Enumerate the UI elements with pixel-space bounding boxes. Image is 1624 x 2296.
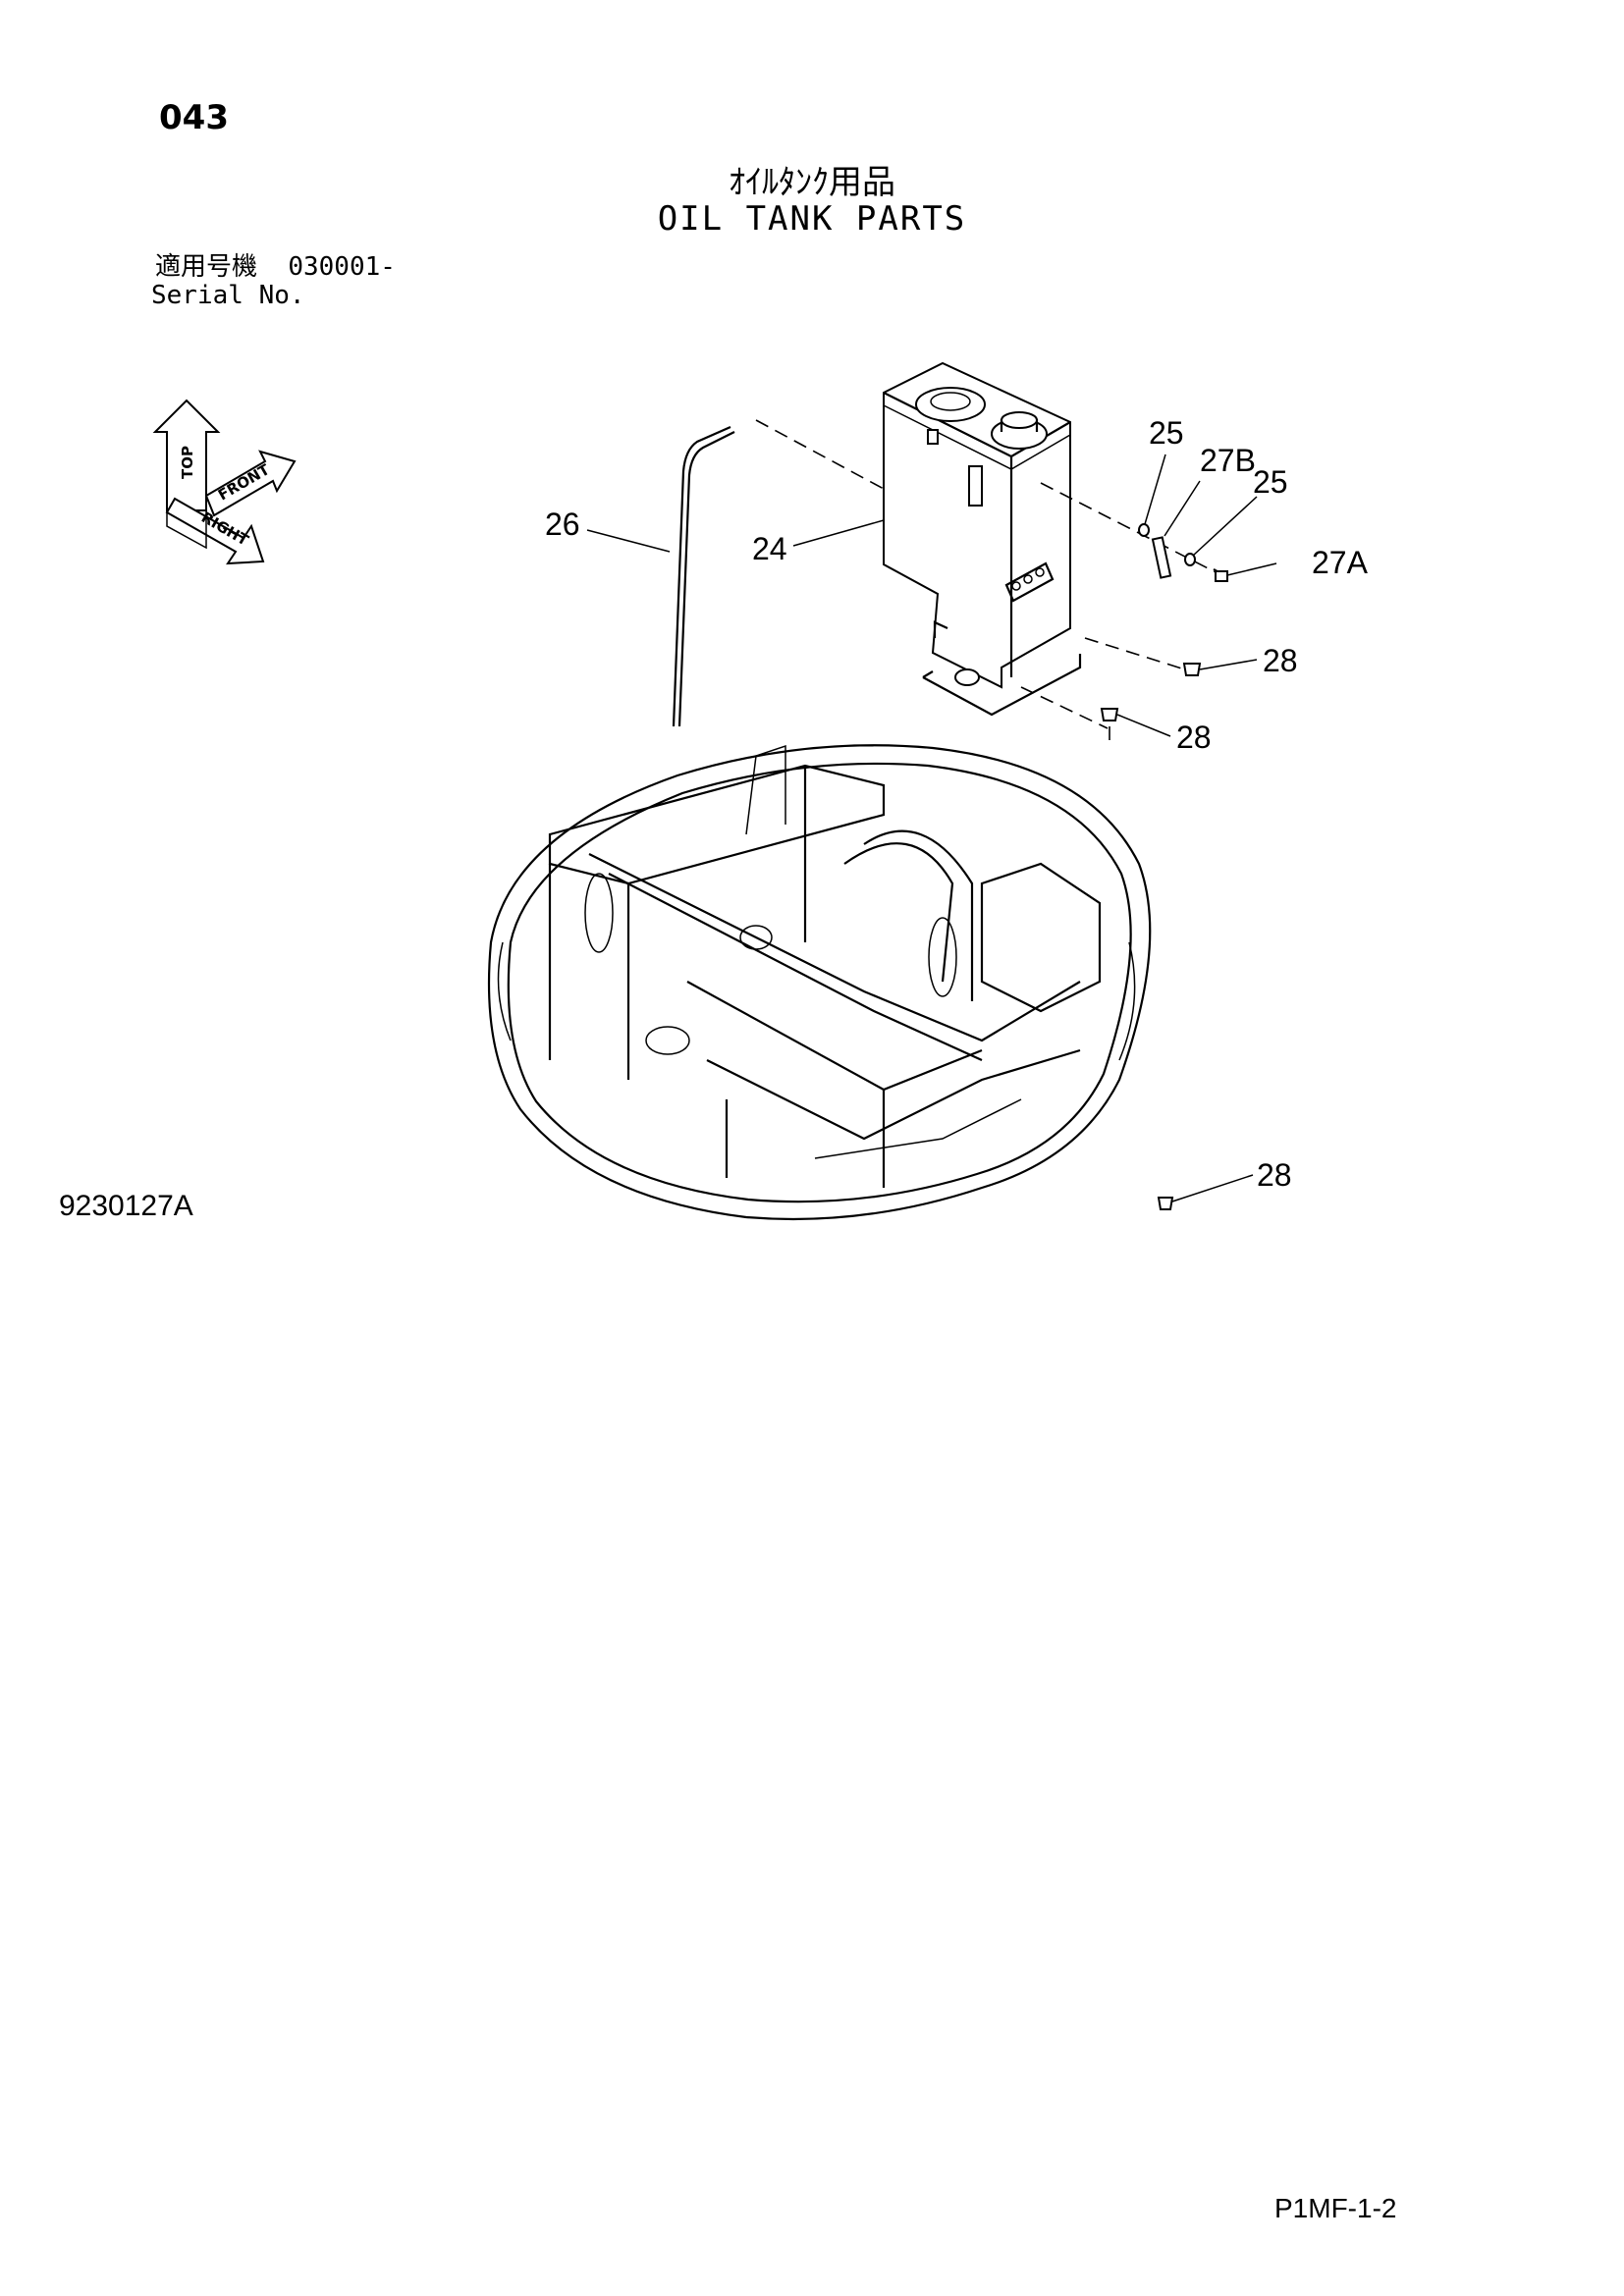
page-title-japanese: ｵｲﾙﾀﾝｸ用品 <box>729 163 895 202</box>
callouts: 26 24 25 27B 25 27A 28 28 28 <box>545 415 1369 1202</box>
fastener-parts <box>1020 482 1228 746</box>
orientation-top-label: TOP <box>179 446 196 479</box>
dipstick-26 <box>672 419 885 727</box>
serial-value: 030001- <box>288 252 396 282</box>
page-code: P1MF-1-2 <box>1274 2193 1397 2223</box>
callout-26: 26 <box>545 507 580 542</box>
callout-25-right: 25 <box>1253 464 1288 500</box>
callout-25-left: 25 <box>1149 415 1184 451</box>
callout-28-upper: 28 <box>1263 643 1298 678</box>
orientation-indicator: TOP FRONT RIGHT <box>152 399 297 565</box>
page-title: OIL TANK PARTS <box>657 199 967 239</box>
serial-label: Serial No. <box>151 281 305 310</box>
oil-tank-24 <box>883 361 1082 717</box>
callout-27a: 27A <box>1312 545 1369 580</box>
page-number: 043 <box>159 98 229 137</box>
bolt-28-lower <box>1157 1197 1174 1210</box>
callout-28-middle: 28 <box>1176 720 1212 755</box>
serial-block: 適用号機 030001- Serial No. <box>151 252 396 310</box>
callout-28-lower: 28 <box>1257 1157 1292 1193</box>
callout-24: 24 <box>752 531 787 566</box>
callout-27b: 27B <box>1200 443 1256 478</box>
figure-id: 9230127A <box>59 1190 193 1222</box>
serial-label-japanese: 適用号機 <box>155 252 258 282</box>
revolving-frame <box>487 744 1152 1221</box>
